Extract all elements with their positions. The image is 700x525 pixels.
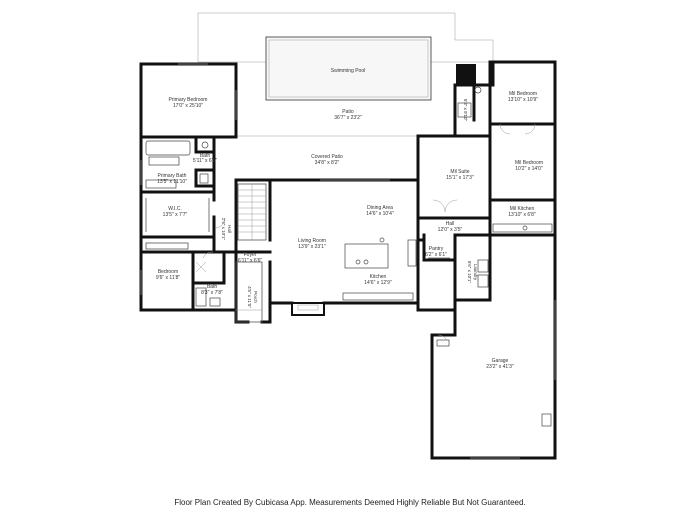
kitchen-dim: 14'6" x 12'9" [364,280,392,286]
wic-name: W.I.C. [168,206,182,212]
interior-walls [139,60,557,324]
primary-bath-name: Primary Bath [158,173,187,179]
mil-bedroom-dim: 13'10" x 10'9" [508,97,538,103]
room-labels: Swimming Pool Patio 36'7" x 23'2" Primar… [156,68,543,370]
covered-patio-dim: 34'8" x 8'2" [315,160,340,166]
dining-name: Dining Area [367,205,393,211]
stairs [237,183,267,241]
foyer-name: Foyer [244,252,257,258]
mil-suite-name: Mil Suite [450,169,469,175]
mil-kitchen-name: Mil Kitchen [510,206,535,212]
primary-bedroom-dim: 17'0" x 25'10" [173,103,203,109]
bath-upper-name: Bath [200,153,211,159]
fixtures [145,64,553,427]
mil-bedroom2-dim: 10'2" x 14'0" [515,166,543,172]
living-dim: 13'9" x 23'1" [298,244,326,250]
footer-disclaimer: Floor Plan Created By Cubicasa App. Meas… [174,498,526,507]
primary-bedroom-name: Primary Bedroom [169,97,208,103]
living-name: Living Room [298,238,326,244]
mil-suite-dim: 15'1" x 17'3" [446,175,474,181]
openings [140,63,556,459]
pantry-dim: 6'2" x 6'1" [425,252,447,258]
hall-dim: 12'0" x 3'5" [438,227,463,233]
porch-name: Porch [253,291,258,303]
foyer-dim: 6'11" x 6'6" [238,258,262,264]
bath-lower-dim: 8'3" x 7'8" [201,290,223,296]
patio-dim: 36'7" x 23'2" [334,115,362,121]
covered-patio-name: Covered Patio [311,154,343,160]
kitchen-name: Kitchen [370,274,387,280]
patio-name: Patio [342,109,354,115]
pantry-name: Pantry [429,246,444,252]
porch-dim: 4'5" x 11'5" [247,286,252,308]
bedroom-dim: 9'6" x 11'8" [156,275,180,281]
bath-upper-dim: 5'11" x 6'0" [193,158,217,164]
svg-text:Swimming Pool: Swimming Pool [331,68,365,74]
porch [235,261,263,323]
bath-lower-name: Bath [207,284,218,290]
hall-v-dim: 2'4" x 10'1" [221,218,226,241]
mil-bedroom2-name: Mil Bedroom [515,160,543,166]
swimming-pool [265,36,432,101]
bedroom-name: Bedroom [158,269,178,275]
laundry-name: Laundry [473,264,478,281]
garage-dim: 23'2" x 41'3" [486,364,514,370]
dining-dim: 14'6" x 10'4" [366,211,394,217]
mil-kitchen-dim: 13'10" x 6'8" [508,212,536,218]
hall-v-name: Hall [227,225,232,233]
closet-dim: 5'3" x 8'10" [463,99,468,122]
garage-name: Garage [492,358,509,364]
laundry-dim: 5'6" x 10'1" [467,261,472,284]
mil-bedroom-name: Mil Bedroom [509,91,537,97]
hall-name: Hall [446,221,455,227]
primary-bath-dim: 13'5" x 11'10" [157,179,187,185]
wic-dim: 13'5" x 7'7" [163,212,188,218]
pool-name: Swimming Pool [331,68,365,74]
